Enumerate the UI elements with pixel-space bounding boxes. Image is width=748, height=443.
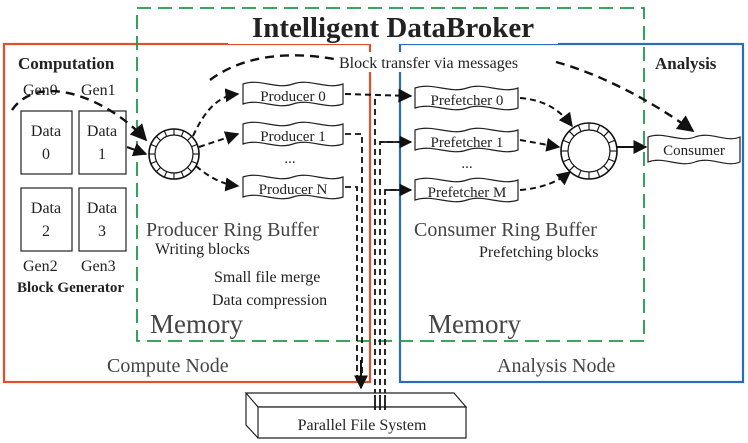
analysis-heading: Analysis <box>655 54 717 73</box>
arrow-producer0-to-prefetcher0 <box>344 88 413 103</box>
svg-text:Producer 1: Producer 1 <box>260 129 325 145</box>
data-block-1 <box>78 110 127 175</box>
svg-text:Parallel File System: Parallel File System <box>298 417 427 434</box>
arrow-prefetcherm-to-ring <box>519 171 572 191</box>
data-block-2-index: 2 <box>42 223 50 240</box>
producer-n: Producer N <box>242 174 344 200</box>
svg-text:Prefetcher 1: Prefetcher 1 <box>431 135 504 151</box>
parallel-file-system: Parallel File System <box>244 392 468 439</box>
data-block-0-index: 0 <box>42 146 50 163</box>
note-small-file-merge: Small file merge <box>214 269 320 286</box>
data-block-2 <box>20 187 73 252</box>
block-generator-label: Block Generator <box>17 280 124 296</box>
databroker-box <box>136 7 645 342</box>
arrow-messages-to-consumer <box>209 54 693 131</box>
computation-heading: Computation <box>18 54 115 73</box>
note-data-compression: Data compression <box>212 292 327 309</box>
data-block-0 <box>20 110 73 175</box>
analysis-node-label: Analysis Node <box>497 355 615 377</box>
data-block-3-index: 3 <box>98 223 106 240</box>
svg-text:Prefetcher M: Prefetcher M <box>428 185 507 201</box>
arrow-ring-to-producer-0 <box>192 88 240 137</box>
messages-label: Block transfer via messages <box>339 55 518 72</box>
analysis-node-box <box>398 42 745 384</box>
compute-node-box <box>2 42 372 384</box>
svg-text:Producer 0: Producer 0 <box>260 89 325 105</box>
data-block-2-label: Data <box>31 200 61 217</box>
diagram-title: Intelligent DataBroker <box>252 12 534 44</box>
arrow-ring-to-producer-1 <box>198 131 240 148</box>
producer-0: Producer 0 <box>242 81 344 107</box>
gen1-label: Gen1 <box>81 82 116 99</box>
arrow-data1-to-ring <box>126 143 148 157</box>
data-block-1-label: Data <box>87 123 117 140</box>
data-block-0-label: Data <box>31 123 61 140</box>
consumer-ring-buffer <box>560 122 618 180</box>
producer-ring-buffer <box>148 128 200 180</box>
data-block-3-label: Data <box>87 200 117 217</box>
prefetcher-0: Prefetcher 0 <box>414 85 519 111</box>
consumer-ring-label: Consumer Ring Buffer <box>414 219 597 241</box>
analysis-memory-label: Memory <box>428 309 521 339</box>
producer-to-pfs-lines <box>345 133 363 382</box>
arrow-ring-to-producer-n <box>195 165 240 192</box>
gen2-label: Gen2 <box>23 258 58 275</box>
compute-memory-label: Memory <box>150 309 243 339</box>
producer-ring-sub: Writing blocks <box>155 241 250 258</box>
prefetcher-ellipsis: ... <box>461 156 472 172</box>
svg-text:Producer N: Producer N <box>259 182 328 198</box>
consumer-box: Consumer <box>647 134 741 165</box>
producer-1: Producer 1 <box>242 121 344 147</box>
svg-text:Consumer: Consumer <box>663 143 725 159</box>
prefetcher-m: Prefetcher M <box>414 177 519 203</box>
data-block-1-index: 1 <box>98 146 106 163</box>
arrow-prefetcher1-to-ring <box>519 137 561 152</box>
arrow-prefetcher0-to-ring <box>519 97 573 128</box>
arrow-gen-to-ring <box>11 89 148 142</box>
gen0-label: Gen0 <box>23 82 58 99</box>
svg-text:Prefetcher 0: Prefetcher 0 <box>431 93 504 109</box>
data-block-3 <box>78 187 127 252</box>
producer-ellipsis: ... <box>284 151 295 167</box>
gen3-label: Gen3 <box>81 258 116 275</box>
producer-ring-label: Producer Ring Buffer <box>146 219 319 241</box>
prefetcher-1: Prefetcher 1 <box>414 127 519 153</box>
compute-node-label: Compute Node <box>107 355 229 377</box>
consumer-ring-sub: Prefetching blocks <box>479 244 599 261</box>
